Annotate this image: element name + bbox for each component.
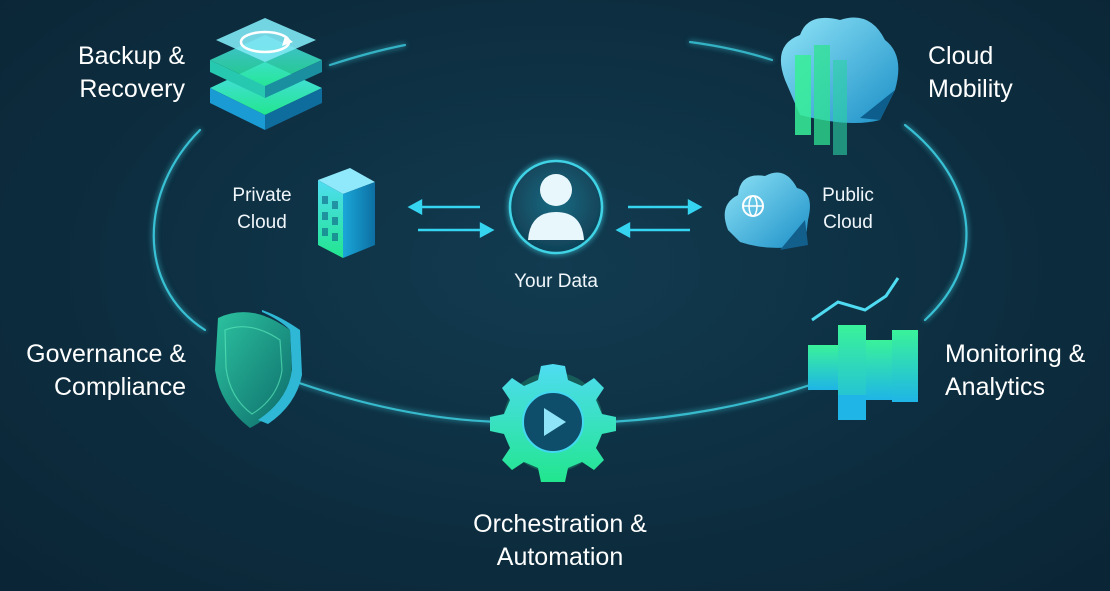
label-line: Recovery	[79, 75, 185, 103]
building-icon	[318, 168, 375, 258]
ring-path	[152, 40, 968, 424]
label-private-cloud: Private Cloud	[212, 182, 312, 236]
label-line: Cloud	[928, 42, 994, 70]
user-icon	[508, 159, 604, 255]
label-line: Governance &	[26, 340, 186, 368]
label-monitoring-analytics: Monitoring & Analytics	[945, 338, 1105, 404]
label-line: Private	[232, 185, 292, 206]
cloud-icon	[780, 17, 899, 155]
data-flow-arrows	[407, 198, 703, 239]
label-your-data: Your Data	[496, 268, 616, 295]
label-line: Public	[822, 185, 874, 206]
label-line: Monitoring &	[945, 340, 1086, 368]
bar-chart-icon	[808, 277, 918, 420]
label-line: Automation	[496, 543, 624, 571]
label-orchestration-automation: Orchestration & Automation	[455, 508, 665, 574]
label-line: Your Data	[514, 271, 598, 292]
label-governance-compliance: Governance & Compliance	[10, 338, 186, 404]
label-line: Cloud	[823, 212, 873, 233]
label-line: Compliance	[53, 373, 186, 401]
layered-sync-icon	[210, 18, 322, 130]
globe-cloud-icon	[724, 172, 810, 250]
gear-icon	[490, 364, 616, 482]
shield-icon	[215, 310, 302, 428]
label-line: Mobility	[928, 75, 1013, 103]
label-cloud-mobility: Cloud Mobility	[928, 40, 1078, 106]
label-line: Analytics	[945, 373, 1046, 401]
label-line: Cloud	[237, 212, 287, 233]
label-line: Orchestration &	[473, 510, 647, 538]
label-public-cloud: Public Cloud	[798, 182, 898, 236]
label-backup-recovery: Backup & Recovery	[40, 40, 185, 106]
label-line: Backup &	[77, 42, 185, 70]
